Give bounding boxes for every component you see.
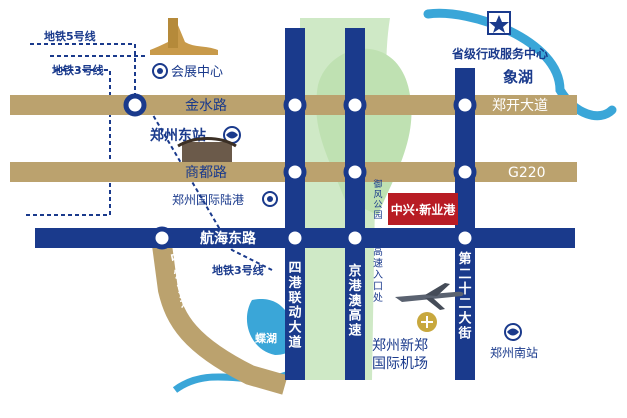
label-dongzhan: 郑州东站: [150, 127, 206, 144]
label-line5: 地铁5号线: [44, 29, 96, 43]
label-project: 中兴·新业港: [391, 202, 457, 217]
label-zhengkai: 郑开大道: [492, 98, 548, 114]
intersections: [123, 93, 477, 250]
label-shangdu: 商都路: [185, 165, 227, 181]
metro-lines: [25, 43, 273, 271]
label-sigang: 四港联动大道: [288, 261, 302, 351]
lugang-logo-icon: [262, 191, 278, 207]
airport-icon: [417, 312, 437, 332]
label-dielake: 蝶湖: [255, 331, 277, 345]
label-airport-1: 郑州新郑: [372, 338, 428, 354]
road-zhongzhou: [152, 243, 288, 395]
label-hanghai: 航海东路: [200, 230, 257, 247]
label-line3-top: 地铁3号线: [52, 63, 104, 77]
label-g220: G220: [508, 165, 546, 181]
road-di22: [455, 68, 475, 380]
label-di22: 第二十二大街: [457, 251, 471, 342]
road-jinggangao: [345, 28, 365, 380]
road-sigang: [285, 28, 305, 380]
airplane-icon: [395, 283, 464, 310]
label-lugang: 郑州国际陆港: [172, 192, 244, 207]
dongzhan-building: [177, 137, 237, 162]
xianghu-water: [423, 8, 617, 121]
label-nanzhan: 郑州南站: [490, 345, 538, 360]
label-airport-2: 国际机场: [372, 356, 428, 372]
nanzhan-logo-icon: [504, 323, 522, 341]
label-yufeng: 御风公园: [373, 178, 382, 221]
dielake-water: [246, 299, 297, 355]
label-zhongzhou: 中州大道: [168, 249, 194, 311]
label-xianghu: 象湖: [503, 68, 533, 86]
star-icon: [487, 11, 511, 35]
label-jinggangao: 京港澳高速: [348, 263, 362, 339]
label-gaosu-entrance: 高速入口处: [373, 245, 383, 304]
target-icon: [152, 63, 168, 79]
label-line3-bottom: 地铁3号线: [212, 263, 264, 277]
label-provincial: 省级行政服务中心: [451, 46, 548, 61]
label-jinshui: 金水路: [185, 98, 227, 114]
blue-roads: [35, 28, 575, 380]
huizhan-landmark: [150, 18, 218, 55]
project-marker[interactable]: [388, 193, 458, 225]
label-huizhan: 会展中心: [171, 65, 223, 80]
